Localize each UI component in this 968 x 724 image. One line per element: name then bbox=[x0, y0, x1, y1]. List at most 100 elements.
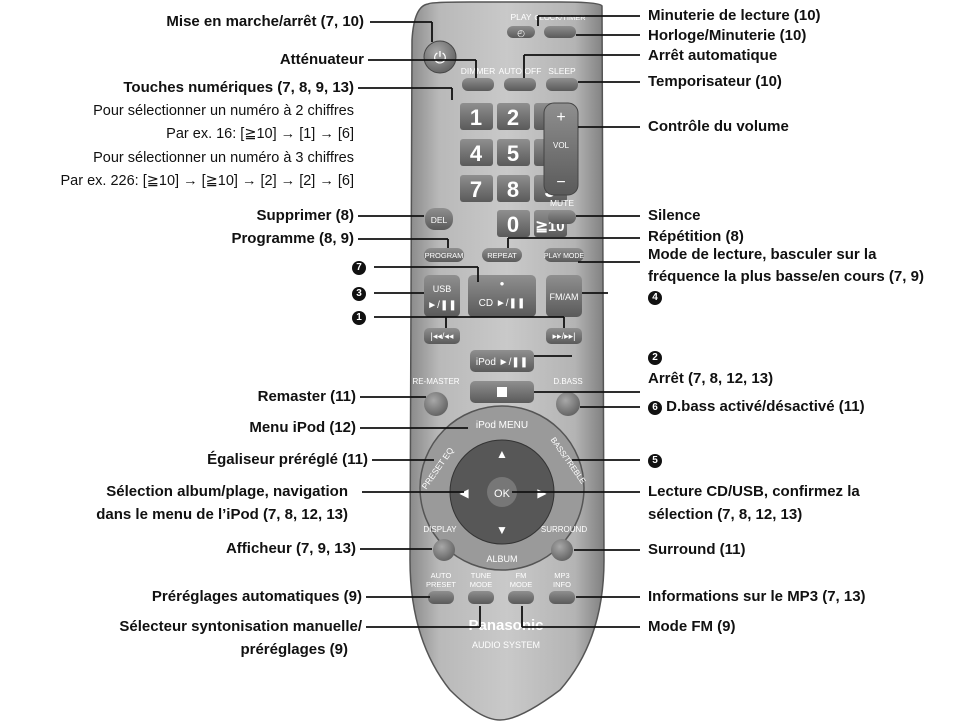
dimmer-key-label: DIMMER bbox=[461, 66, 495, 76]
brand-logo: Panasonic bbox=[468, 617, 543, 634]
play-key-label: PLAY bbox=[510, 12, 531, 22]
label-ok-1: Lecture CD/USB, confirmez la bbox=[648, 483, 860, 500]
del-button bbox=[425, 208, 453, 230]
svg-text:PLAY MODE: PLAY MODE bbox=[544, 253, 585, 260]
svg-text:◴: ◴ bbox=[517, 28, 525, 38]
svg-text:RE-MASTER: RE-MASTER bbox=[412, 377, 459, 386]
marker-4: 4 bbox=[648, 288, 662, 306]
label-ipod-menu: Menu iPod (12) bbox=[249, 419, 356, 436]
marker-6: 6 bbox=[648, 401, 662, 415]
fm-am-button bbox=[546, 275, 582, 317]
label-album-nav-2: dans le menu de l’iPod (7, 8, 12, 13) bbox=[96, 506, 348, 523]
sleep-button bbox=[546, 78, 578, 91]
label-tune-mode-2: préréglages (9) bbox=[240, 641, 348, 658]
label-sleep: Temporisateur (10) bbox=[648, 73, 782, 90]
mute-button bbox=[548, 210, 576, 224]
label-delete: Supprimer (8) bbox=[256, 207, 354, 224]
cd-button bbox=[468, 275, 536, 317]
svg-text:FM: FM bbox=[516, 571, 527, 580]
dbass-button bbox=[556, 392, 580, 416]
remaster-button bbox=[424, 392, 448, 416]
label-remaster: Remaster (11) bbox=[257, 388, 356, 405]
label-play-timer: Minuterie de lecture (10) bbox=[648, 7, 821, 24]
label-preset-eq: Égaliseur préréglé (11) bbox=[207, 451, 368, 468]
label-stop: Arrêt (7, 8, 12, 13) bbox=[648, 370, 774, 387]
fm-mode-button bbox=[508, 591, 534, 604]
ok-button bbox=[487, 477, 517, 507]
volume-rocker bbox=[543, 102, 579, 196]
svg-text:SURROUND: SURROUND bbox=[541, 525, 587, 534]
svg-text:1: 1 bbox=[470, 105, 482, 130]
svg-text:▼: ▼ bbox=[496, 523, 508, 537]
svg-text:▶: ▶ bbox=[537, 486, 547, 500]
svg-text:PROGRAM: PROGRAM bbox=[425, 251, 464, 260]
svg-text:0: 0 bbox=[507, 212, 519, 237]
svg-text:PRESET: PRESET bbox=[426, 580, 456, 589]
svg-text:4: 4 bbox=[470, 141, 483, 166]
marker-3: 3 bbox=[352, 284, 366, 302]
label-tune-mode-1: Sélecteur syntonisation manuelle/ bbox=[119, 618, 362, 635]
tune-mode-button bbox=[468, 591, 494, 604]
svg-text:VOL: VOL bbox=[553, 141, 570, 150]
label-album-nav-1: Sélection album/plage, navigation bbox=[106, 483, 348, 500]
label-volume: Contrôle du volume bbox=[648, 118, 789, 135]
label-fm-mode: Mode FM (9) bbox=[648, 618, 736, 635]
program-button bbox=[424, 248, 464, 262]
svg-text:D.BASS: D.BASS bbox=[553, 377, 582, 386]
svg-text:►/❚❚: ►/❚❚ bbox=[427, 300, 456, 311]
marker-2: 2 bbox=[648, 348, 662, 366]
auto-off-key-label: AUTO OFF bbox=[499, 66, 542, 76]
mp3-info-button bbox=[549, 591, 575, 604]
svg-text:TUNE: TUNE bbox=[471, 571, 491, 580]
svg-text:DISPLAY: DISPLAY bbox=[423, 525, 457, 534]
label-num2-example: Par ex. 16: [≧10] → [1] → [6] bbox=[166, 126, 354, 142]
svg-text:◀: ◀ bbox=[459, 486, 469, 500]
svg-text:▲: ▲ bbox=[496, 447, 508, 461]
label-play-mode-1: Mode de lecture, basculer sur la bbox=[648, 246, 877, 263]
marker-5: 5 bbox=[648, 451, 662, 469]
svg-text:|◂◂/◂◂: |◂◂/◂◂ bbox=[431, 331, 454, 341]
top-keys: PLAY ◴ CLOCK/TIMER DIMMER AUTO OFF SLEEP bbox=[461, 12, 586, 91]
surround-button bbox=[551, 539, 573, 561]
svg-text:MP3: MP3 bbox=[554, 571, 569, 580]
svg-text:−: − bbox=[556, 174, 565, 191]
svg-text:8: 8 bbox=[507, 177, 519, 202]
auto-preset-button bbox=[428, 591, 454, 604]
ipod-play-button bbox=[470, 350, 534, 372]
play-timer-button bbox=[507, 26, 535, 38]
clock-key-label: CLOCK/TIMER bbox=[534, 13, 586, 22]
label-num3-example: Par ex. 226: [≧10] → [≧10] → [2] → [2] →… bbox=[60, 173, 354, 189]
svg-text:7: 7 bbox=[470, 177, 482, 202]
skip-forward-button bbox=[546, 328, 582, 344]
marker-7: 7 bbox=[352, 258, 366, 276]
label-mute: Silence bbox=[648, 207, 701, 224]
sleep-key-label: SLEEP bbox=[548, 66, 576, 76]
label-play-mode-2: fréquence la plus basse/en cours (7, 9) bbox=[648, 268, 924, 285]
label-clock-timer: Horloge/Minuterie (10) bbox=[648, 27, 807, 44]
label-power: Mise en marche/arrêt (7, 10) bbox=[166, 13, 364, 30]
label-ok-2: sélection (7, 8, 12, 13) bbox=[648, 506, 803, 523]
svg-text:+: + bbox=[556, 109, 565, 126]
svg-text:USB: USB bbox=[433, 284, 452, 294]
svg-text:CD ►/❚❚: CD ►/❚❚ bbox=[479, 298, 526, 309]
play-mode-button bbox=[544, 248, 584, 262]
svg-text:2: 2 bbox=[507, 105, 519, 130]
repeat-button bbox=[482, 248, 522, 262]
svg-text:MODE: MODE bbox=[470, 580, 493, 589]
leader-lines bbox=[358, 15, 640, 628]
svg-text:iPod MENU: iPod MENU bbox=[476, 420, 528, 431]
svg-text:OK: OK bbox=[494, 488, 511, 500]
dimmer-button bbox=[462, 78, 494, 91]
label-dbass: 6 D.bass activé/désactivé (11) bbox=[648, 398, 865, 416]
power-button bbox=[423, 40, 457, 74]
marker-1: 1 bbox=[352, 308, 366, 326]
auto-off-button bbox=[504, 78, 536, 91]
svg-text:FM/AM: FM/AM bbox=[550, 292, 579, 302]
label-numeric: Touches numériques (7, 8, 9, 13) bbox=[123, 79, 354, 96]
model-label: AUDIO SYSTEM bbox=[472, 640, 540, 650]
label-program: Programme (8, 9) bbox=[231, 230, 354, 247]
svg-text:REPEAT: REPEAT bbox=[487, 251, 517, 260]
svg-text:▸▸/▸▸|: ▸▸/▸▸| bbox=[553, 331, 576, 341]
svg-text:AUTO: AUTO bbox=[431, 571, 452, 580]
